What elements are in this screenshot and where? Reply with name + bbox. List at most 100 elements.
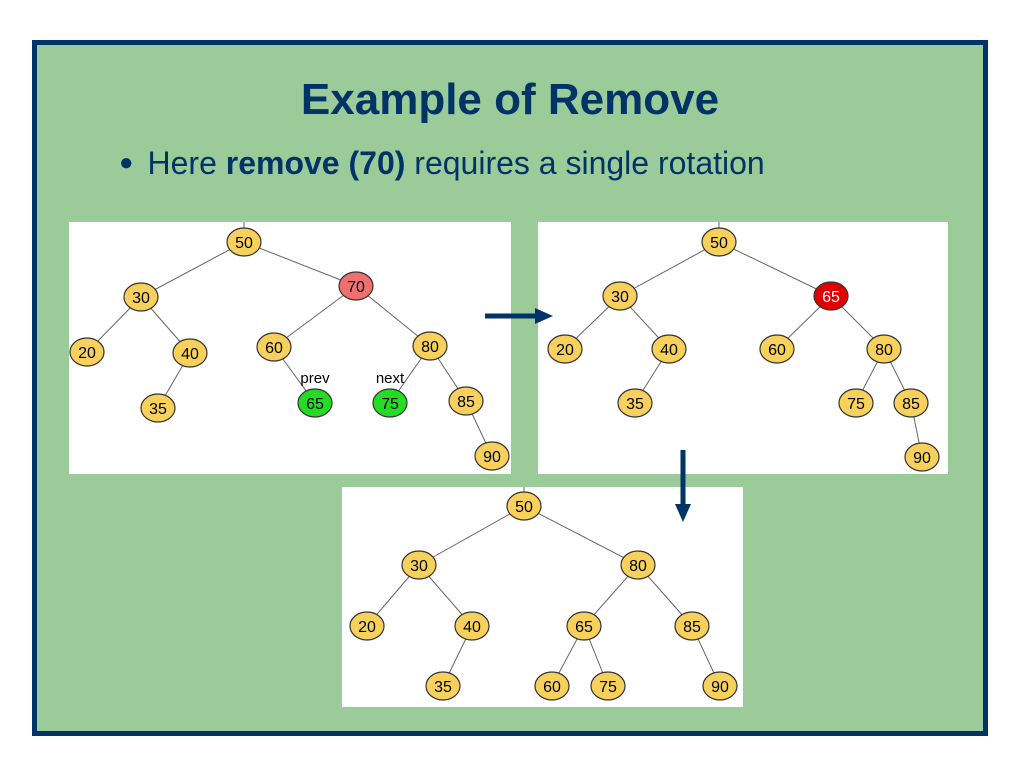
tree-node-85: 85: [674, 611, 710, 641]
tree-node-label: 40: [181, 346, 199, 363]
tree-node-40: 40: [454, 611, 490, 641]
tree-node-40: 40: [172, 338, 208, 368]
tree-node-85: 85: [893, 388, 929, 418]
tree-node-label: 60: [543, 679, 561, 696]
tree-edge: [243, 241, 357, 287]
tree-node-label: 35: [434, 679, 452, 696]
tree-node-circle: [566, 611, 602, 641]
tree-node-label: 20: [78, 345, 96, 362]
tree-node-circle: [866, 334, 902, 364]
arrow-right-icon: [485, 308, 553, 324]
tree-node-label: 85: [683, 619, 701, 636]
tree-node-circle: [617, 388, 653, 418]
tree-node-80: 80: [412, 331, 448, 361]
tree-edge: [273, 285, 357, 348]
tree-node-label: 90: [711, 679, 729, 696]
tree-edge: [619, 241, 720, 297]
tree-node-80: 80: [620, 550, 656, 580]
arrow-down-icon: [675, 450, 691, 522]
tree-node-65: 65: [297, 388, 333, 418]
tree-node-label: 50: [515, 499, 533, 516]
tree-node-30: 30: [602, 281, 638, 311]
tree-node-40: 40: [651, 334, 687, 364]
tree-node-label: 80: [629, 558, 647, 575]
tree-node-circle: [123, 282, 159, 312]
tree-node-circle: [425, 671, 461, 701]
tree-node-label: 65: [575, 619, 593, 636]
tree-node-circle: [297, 388, 333, 418]
tree-node-label: 90: [483, 449, 501, 466]
tree-node-label: 75: [847, 396, 865, 413]
node-annotation-prev: prev: [300, 370, 330, 387]
tree-node-90: 90: [474, 441, 510, 471]
tree-edge: [418, 505, 525, 566]
tree-node-label: 60: [265, 340, 283, 357]
tree-node-circle: [172, 338, 208, 368]
tree-edge: [718, 241, 832, 297]
tree-node-label: 65: [306, 396, 324, 413]
tree-node-label: 35: [626, 396, 644, 413]
tree-node-circle: [401, 550, 437, 580]
tree-node-20: 20: [349, 611, 385, 641]
tree-node-35: 35: [617, 388, 653, 418]
tree-node-35: 35: [425, 671, 461, 701]
tree-node-label: 85: [457, 394, 475, 411]
tree-node-circle: [534, 671, 570, 701]
tree-node-30: 30: [123, 282, 159, 312]
tree-node-20: 20: [547, 334, 583, 364]
tree-node-75: 75: [590, 671, 626, 701]
tree-edge: [140, 241, 245, 298]
tree-node-50: 50: [506, 491, 542, 521]
tree-node-circle: [701, 227, 737, 257]
tree-node-50: 50: [701, 227, 737, 257]
tree-node-label: 40: [463, 619, 481, 636]
tree-node-35: 35: [140, 393, 176, 423]
bullet-bold: remove (70): [225, 145, 406, 181]
tree-node-90: 90: [904, 442, 940, 472]
tree-node-circle: [474, 441, 510, 471]
tree-node-label: 20: [358, 619, 376, 636]
tree-node-circle: [602, 281, 638, 311]
tree-node-circle: [547, 334, 583, 364]
tree-node-circle: [140, 393, 176, 423]
tree-node-65: 65: [813, 281, 849, 311]
tree-node-circle: [454, 611, 490, 641]
tree-node-circle: [256, 332, 292, 362]
bullet-point: ●Here remove (70) requires a single rota…: [119, 145, 765, 182]
tree-node-circle: [226, 227, 262, 257]
tree-node-circle: [759, 334, 795, 364]
tree-node-20: 20: [69, 337, 105, 367]
tree-node-30: 30: [401, 550, 437, 580]
tree-node-label: 50: [710, 235, 728, 252]
tree-node-label: 50: [235, 235, 253, 252]
bullet-prefix: Here: [147, 145, 226, 181]
tree-node-label: 90: [913, 450, 931, 467]
tree-node-label: 30: [132, 290, 150, 307]
tree-node-circle: [338, 271, 374, 301]
tree-node-circle: [893, 388, 929, 418]
tree-node-circle: [904, 442, 940, 472]
tree-node-50: 50: [226, 227, 262, 257]
tree-node-circle: [620, 550, 656, 580]
tree-node-label: 70: [347, 279, 365, 296]
tree-node-60: 60: [256, 332, 292, 362]
bullet-suffix: requires a single rotation: [405, 145, 765, 181]
tree-node-90: 90: [702, 671, 738, 701]
tree-node-75: 75: [372, 388, 408, 418]
tree-node-circle: [702, 671, 738, 701]
tree-node-circle: [448, 386, 484, 416]
tree-panel-after: 50 30 80 20 40 35 65 85 60 75 90: [342, 487, 743, 707]
tree-node-label: 80: [421, 339, 439, 356]
tree-node-label: 65: [822, 289, 840, 306]
tree-node-75: 75: [838, 388, 874, 418]
tree-node-label: 40: [660, 342, 678, 359]
tree-node-label: 85: [902, 396, 920, 413]
tree-node-60: 60: [759, 334, 795, 364]
tree-node-circle: [813, 281, 849, 311]
tree-node-circle: [651, 334, 687, 364]
tree-node-circle: [412, 331, 448, 361]
tree-node-label: 75: [381, 396, 399, 413]
tree-node-label: 30: [410, 558, 428, 575]
